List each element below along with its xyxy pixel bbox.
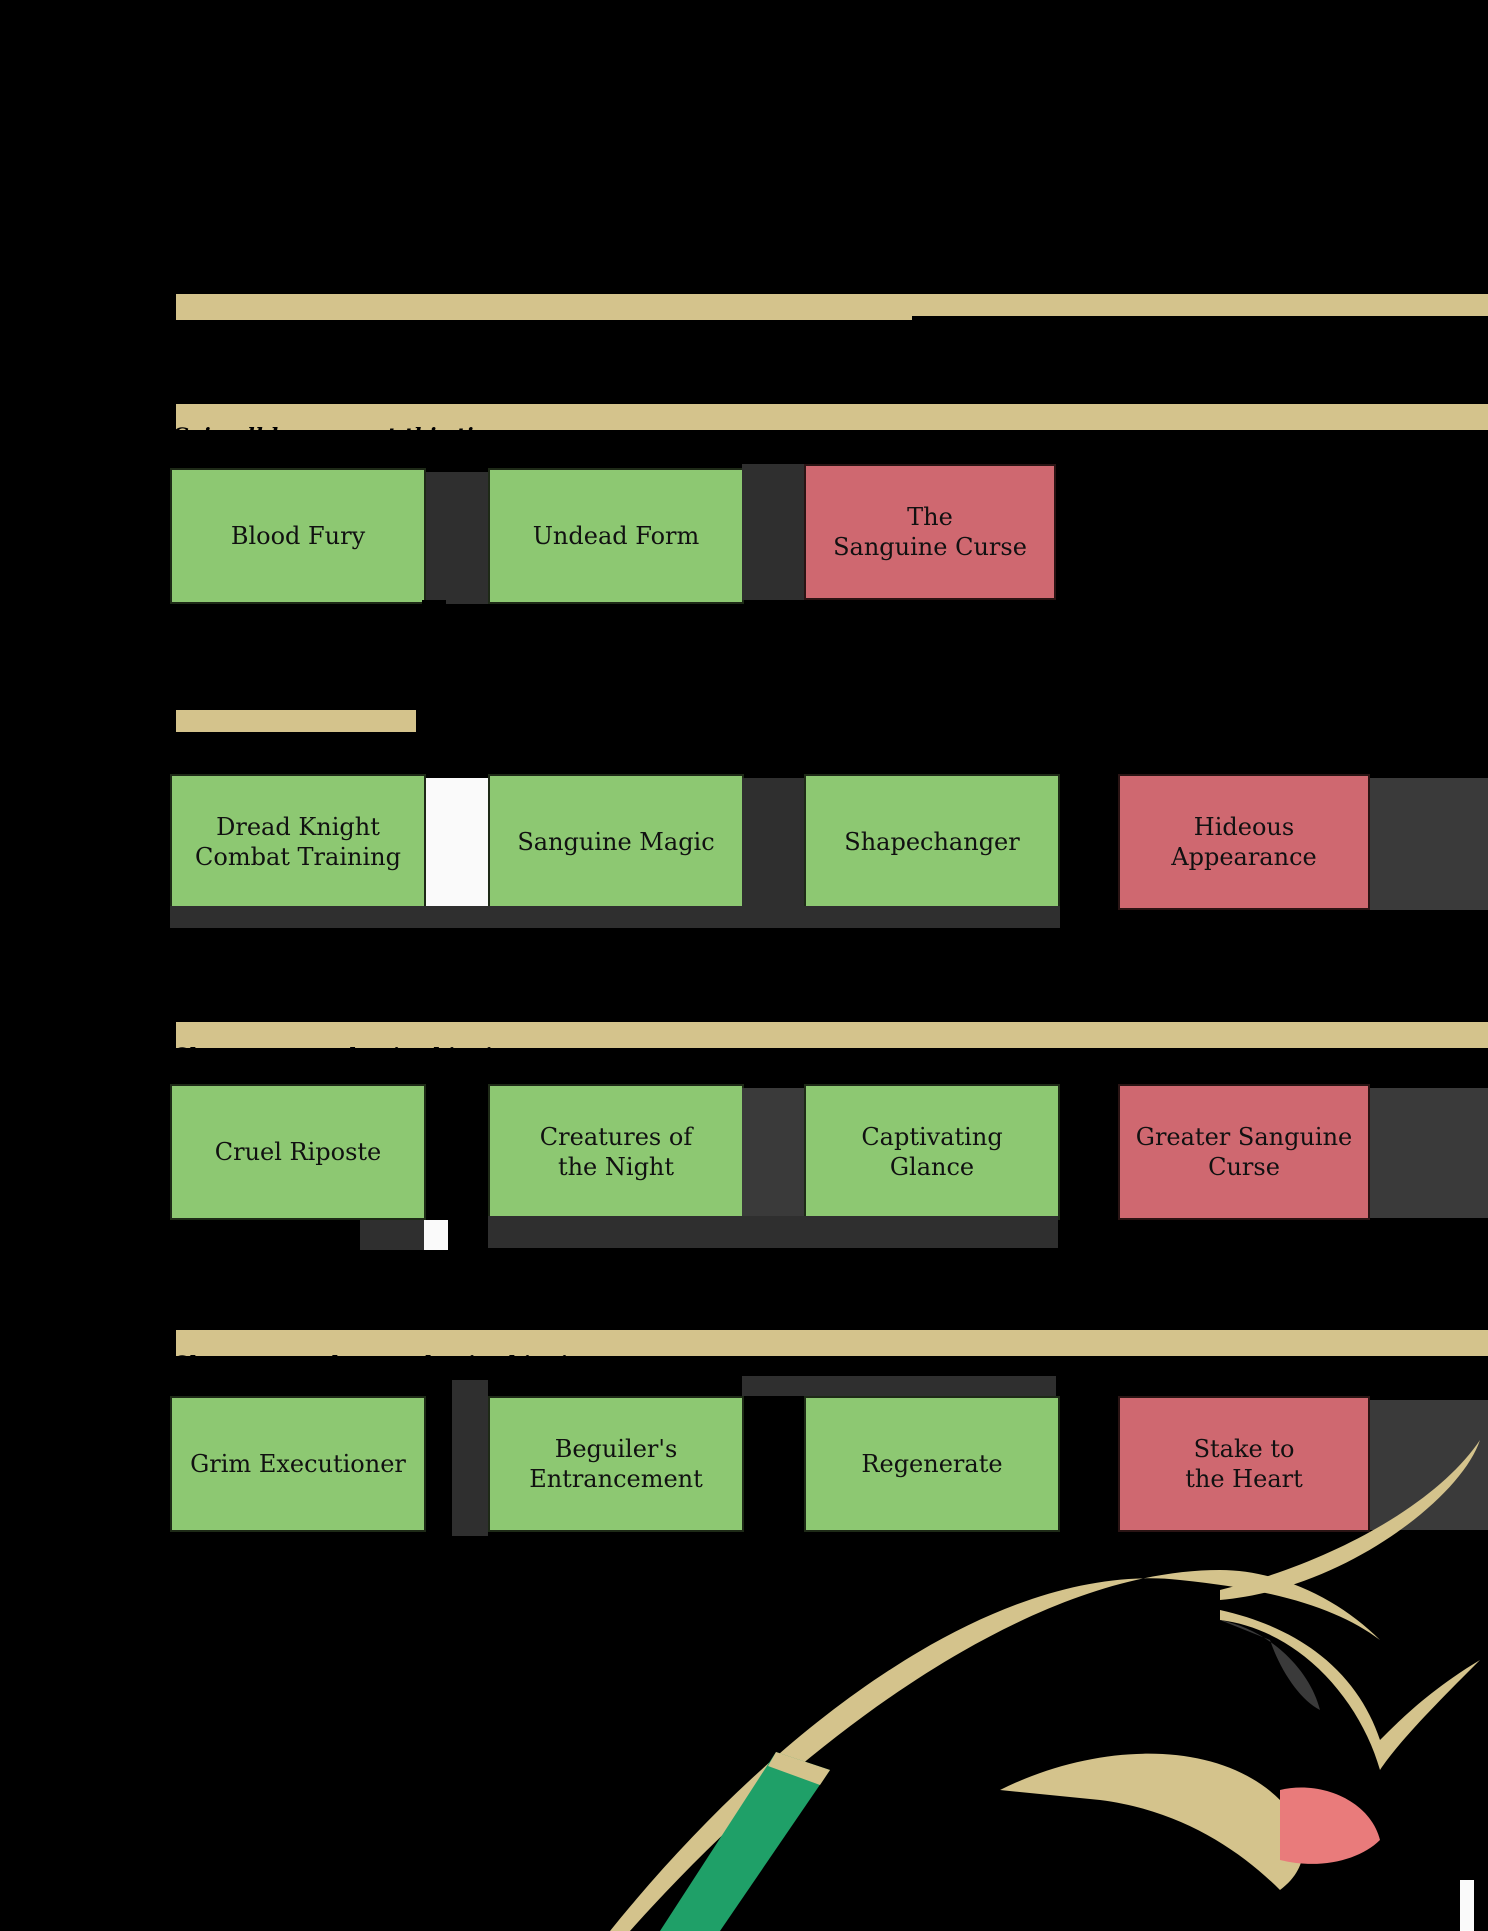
talent-card-label: Creatures of the Night — [539, 1123, 693, 1181]
connector-panel — [452, 1380, 488, 1536]
quill-feather-icon — [610, 1440, 1480, 1931]
connector-line — [452, 1060, 464, 1250]
card-base-strip — [170, 906, 1060, 928]
card-base-strip — [488, 1216, 1058, 1248]
row-2-header-bar — [176, 710, 416, 732]
drawback-card-label: Hideous Appearance — [1171, 813, 1317, 871]
row-4-header-bar — [176, 1330, 1488, 1356]
connector-panel — [424, 1220, 448, 1250]
talent-card-captivating-glance[interactable]: Captivating Glance — [804, 1084, 1060, 1220]
connector-line — [422, 600, 446, 640]
talent-card-label: Dread Knight Combat Training — [195, 813, 401, 871]
connector-panel — [742, 1088, 804, 1216]
title-bar-extension — [912, 294, 1488, 316]
row-3-caption: Choose one and gain this tier — [172, 1044, 517, 1066]
drawback-card-label: Stake to the Heart — [1185, 1435, 1303, 1493]
drawback-card-hideous-appearance[interactable]: Hideous Appearance — [1118, 774, 1370, 910]
drawback-card-greater-sanguine-curse[interactable]: Greater Sanguine Curse — [1118, 1084, 1370, 1220]
talent-card-label: Captivating Glance — [861, 1123, 1003, 1181]
talent-card-label: Cruel Riposte — [214, 1138, 382, 1166]
talent-card-label: Grim Executioner — [190, 1450, 406, 1478]
talent-card-shapechanger[interactable]: Shapechanger — [804, 774, 1060, 910]
talent-card-cruel-riposte[interactable]: Cruel Riposte — [170, 1084, 426, 1220]
connector-panel — [426, 472, 490, 604]
drawback-card-label: The Sanguine Curse — [833, 503, 1027, 561]
talent-card-label: Beguiler's Entrancement — [529, 1435, 703, 1493]
title-bar — [176, 294, 912, 320]
row-4-caption: Choose one, then, and gain this tier — [172, 1352, 592, 1374]
row-1-caption: Gain all bonuses at this tier — [172, 424, 499, 446]
talent-card-dread-knight-combat-training[interactable]: Dread Knight Combat Training — [170, 774, 426, 910]
talent-card-label: Blood Fury — [230, 522, 366, 550]
talent-card-sanguine-magic[interactable]: Sanguine Magic — [488, 774, 744, 910]
drawback-card-sanguine-curse[interactable]: The Sanguine Curse — [804, 464, 1056, 600]
connector-panel — [742, 464, 804, 600]
talent-card-undead-form[interactable]: Undead Form — [488, 468, 744, 604]
connector-panel — [1370, 778, 1488, 910]
talent-card-creatures-of-the-night[interactable]: Creatures of the Night — [488, 1084, 744, 1220]
talent-card-label: Shapechanger — [844, 828, 1020, 856]
talent-card-blood-fury[interactable]: Blood Fury — [170, 468, 426, 604]
talent-card-regenerate[interactable]: Regenerate — [804, 1396, 1060, 1532]
talent-card-label: Regenerate — [861, 1450, 1003, 1478]
talent-card-grim-executioner[interactable]: Grim Executioner — [170, 1396, 426, 1532]
talent-card-label: Sanguine Magic — [517, 828, 715, 856]
connector-panel — [426, 778, 488, 926]
row-1-header-bar — [176, 404, 1488, 430]
connector-panel — [742, 778, 804, 910]
connector-panel — [742, 1376, 1056, 1396]
connector-panel — [360, 1220, 424, 1250]
drawback-card-stake-to-the-heart[interactable]: Stake to the Heart — [1118, 1396, 1370, 1532]
connector-panel — [1370, 1088, 1488, 1218]
talent-card-beguilers-entrancement[interactable]: Beguiler's Entrancement — [488, 1396, 744, 1532]
row-3-header-bar — [176, 1022, 1488, 1048]
connector-panel — [1370, 1400, 1488, 1530]
talent-card-label: Undead Form — [532, 522, 700, 550]
drawback-card-label: Greater Sanguine Curse — [1135, 1123, 1353, 1181]
